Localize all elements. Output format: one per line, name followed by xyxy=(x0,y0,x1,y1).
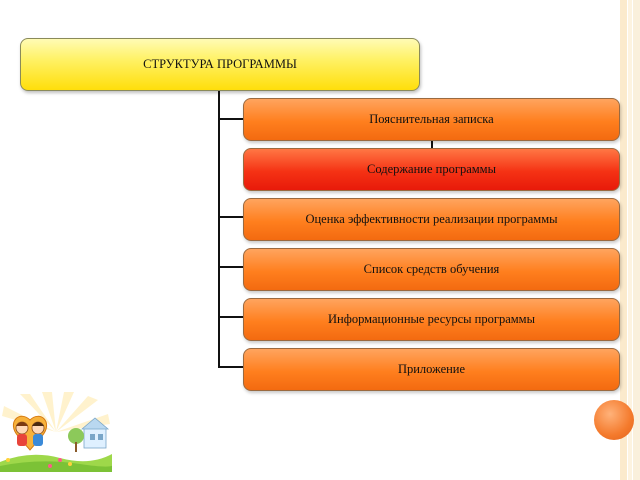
child-node: Список средств обучения xyxy=(243,248,620,291)
edge-stripe xyxy=(628,0,632,480)
child-node-label: Оценка эффективности реализации программ… xyxy=(305,212,558,226)
kids-illustration-icon xyxy=(0,392,112,472)
child-node-label: Информационные ресурсы программы xyxy=(328,312,535,326)
connector-trunk xyxy=(218,91,220,368)
edge-stripe xyxy=(633,0,640,480)
nav-circle-icon[interactable] xyxy=(594,400,634,440)
edge-stripe xyxy=(620,0,627,480)
connector-branch xyxy=(218,216,243,218)
connector-tick xyxy=(431,141,433,149)
connector-branch xyxy=(218,266,243,268)
connector-branch xyxy=(218,366,243,368)
child-node-label: Содержание программы xyxy=(367,162,496,176)
child-node: Информационные ресурсы программы xyxy=(243,298,620,341)
root-node-label: СТРУКТУРА ПРОГРАММЫ xyxy=(143,57,297,71)
child-node: Приложение xyxy=(243,348,620,391)
child-node-label: Список средств обучения xyxy=(363,262,500,276)
child-node: Оценка эффективности реализации программ… xyxy=(243,198,620,241)
child-node: Пояснительная записка xyxy=(243,98,620,141)
child-node-label: Пояснительная записка xyxy=(369,112,494,126)
root-node: СТРУКТУРА ПРОГРАММЫ xyxy=(20,38,420,91)
child-node-label: Приложение xyxy=(397,362,466,376)
connector-branch xyxy=(218,118,243,120)
child-node-highlighted: Содержание программы xyxy=(243,148,620,191)
connector-branch xyxy=(218,316,243,318)
